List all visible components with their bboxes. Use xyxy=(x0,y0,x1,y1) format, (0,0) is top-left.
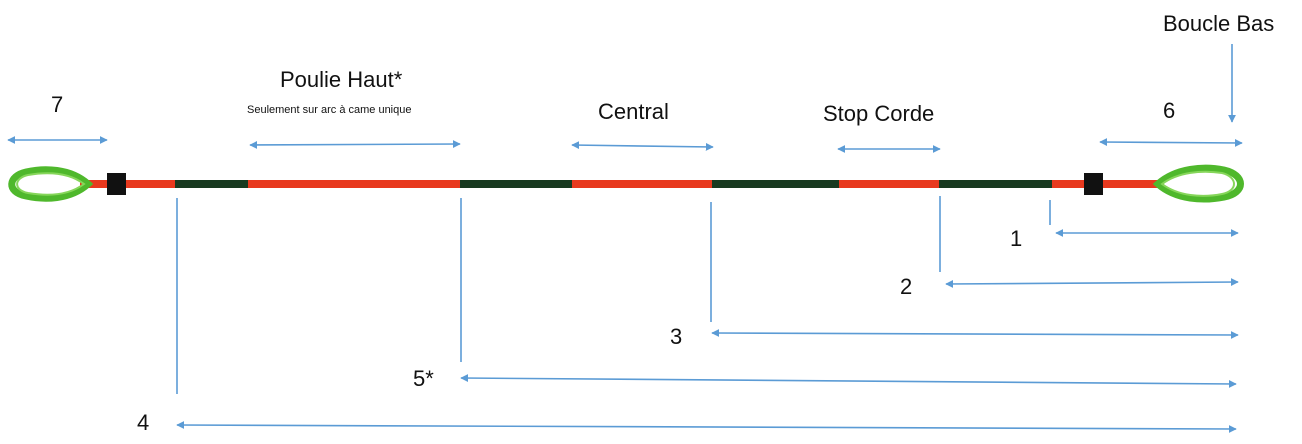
measure-arrow-2 xyxy=(945,278,1239,288)
arrow-poulie-haut xyxy=(249,140,461,149)
label-4: 4 xyxy=(137,410,150,435)
label-stop-corde: Stop Corde xyxy=(823,101,935,126)
string-segment-dark-2 xyxy=(460,180,572,188)
measure-arrow-3 xyxy=(711,329,1239,339)
label-boucle-bas: Boucle Bas xyxy=(1163,11,1275,36)
string-segment-dark-1 xyxy=(175,180,248,188)
loop-left-icon xyxy=(8,166,94,202)
loop-left-highlight xyxy=(16,172,86,196)
label-6: 6 xyxy=(1163,98,1176,123)
label-7: 7 xyxy=(51,92,64,117)
label-5: 5* xyxy=(413,366,434,391)
bow-string xyxy=(80,180,1164,188)
loop-right-icon xyxy=(1152,164,1244,203)
label-2: 2 xyxy=(900,274,913,299)
string-segment-stop-corde xyxy=(839,180,939,188)
arrow-6 xyxy=(1099,138,1243,147)
label-3: 3 xyxy=(670,324,683,349)
nock-block-right xyxy=(1084,173,1103,195)
string-segment-central xyxy=(572,180,712,188)
label-poulie-note: Seulement sur arc à came unique xyxy=(247,104,412,116)
string-segment-end-left xyxy=(80,180,175,188)
string-segment-dark-3 xyxy=(712,180,839,188)
nock-block-left xyxy=(107,173,126,195)
arrow-central xyxy=(571,141,714,151)
label-central: Central xyxy=(598,99,669,124)
string-segment-dark-4 xyxy=(939,180,1052,188)
label-1: 1 xyxy=(1010,226,1023,251)
string-segment-end-right xyxy=(1052,180,1164,188)
loop-right-highlight xyxy=(1160,170,1235,197)
measure-arrow-5 xyxy=(460,374,1237,388)
label-poulie-haut: Poulie Haut* xyxy=(280,67,403,92)
measure-arrow-4 xyxy=(176,421,1237,433)
string-segment-poulie-haut xyxy=(248,180,460,188)
